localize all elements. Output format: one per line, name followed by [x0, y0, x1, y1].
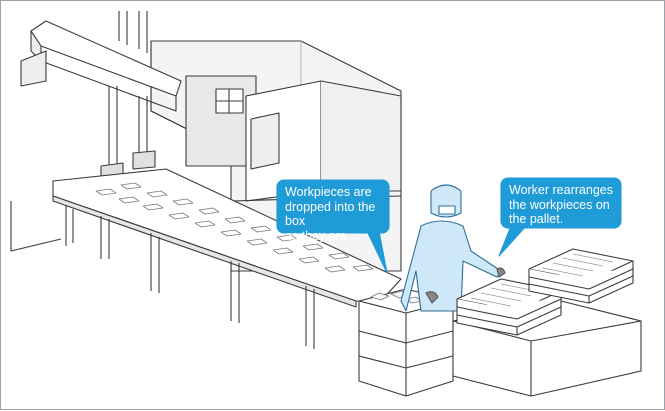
callout-bubble-box-drop [276, 179, 390, 274]
callout-line: as they are. [285, 228, 351, 243]
worker-figure [400, 184, 506, 312]
callout-line: Worker rearranges [509, 183, 613, 197]
pallet-stack-far [528, 248, 634, 304]
callout-line: the workpieces on [509, 197, 610, 212]
callout-text-worker: Worker rearranges the workpieces on the … [509, 183, 621, 227]
pallet-stack-near [456, 278, 562, 336]
workpieces-on-conveyor [95, 182, 374, 273]
callout-line: Workpieces are [285, 185, 372, 199]
callout-line: dropped into the box [285, 199, 376, 229]
callout-text-box-drop: Workpieces are dropped into the box as t… [285, 185, 389, 243]
callout-bubble-worker [498, 177, 622, 257]
callout-line: the pallet. [509, 212, 564, 226]
gantry-loader [10, 11, 182, 252]
